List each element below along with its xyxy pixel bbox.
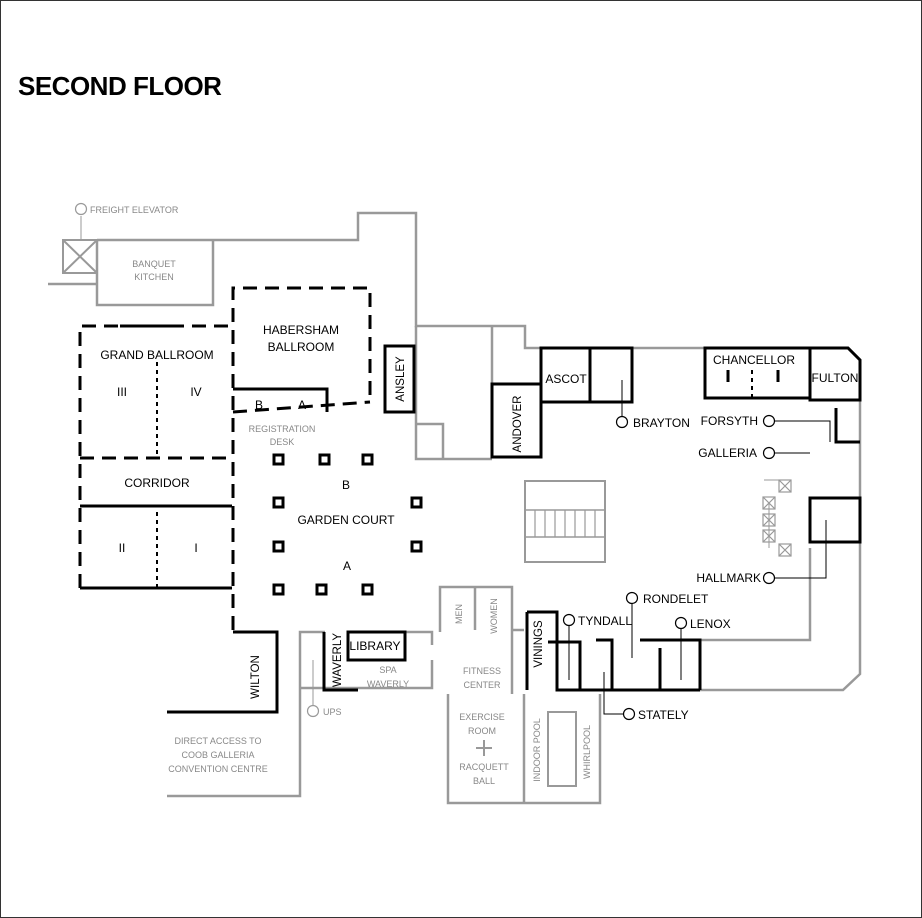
floor-title: SECOND FLOOR [18,71,222,101]
galleria-marker-icon [762,446,776,460]
callout-leaders [74,202,831,721]
room-labels: FREIGHT ELEVATOR BANQUET KITCHEN HABERSH… [90,205,858,786]
hallmark-marker-icon [762,571,776,585]
spa-waverly-label-1: SPA [379,665,396,675]
registration-desk-label-2: DESK [270,437,295,447]
freight-elevator-marker-icon [74,202,88,216]
library-label: LIBRARY [349,639,400,653]
grand-ballroom-i-label: I [194,541,197,555]
exercise-room-label-2: ROOM [468,726,496,736]
waverly-label: WAVERLY [332,633,344,687]
hallmark-label: HALLMARK [696,571,761,585]
galleria-label: GALLERIA [698,446,757,460]
habersham-a-label: A [298,398,306,412]
forsyth-marker-icon [762,414,776,428]
habersham-label-2: BALLROOM [268,340,335,354]
forsyth-label: FORSYTH [701,414,758,428]
stately-label: STATELY [638,708,689,722]
grand-ballroom-iii-label: III [117,385,127,399]
registration-desk-label-1: REGISTRATION [249,424,316,434]
corridor-label: CORRIDOR [124,476,190,490]
direct-access-label-1: DIRECT ACCESS TO [174,736,261,746]
andover-label: ANDOVER [512,396,524,453]
brayton-marker-icon [615,415,629,429]
function-room-walls [78,286,862,714]
ansley-label: ANSLEY [395,356,407,402]
garden-court-a-label: A [343,559,351,573]
fulton-label: FULTON [812,371,859,385]
rondelet-marker-icon [625,591,639,605]
ascot-label: ASCOT [545,372,587,386]
lenox-label: LENOX [690,617,731,631]
lenox-marker-icon [674,616,688,630]
brayton-label: BRAYTON [633,416,690,430]
men-label: MEN [454,604,464,624]
racquetball-label-2: BALL [473,776,495,786]
fitness-center-label-2: CENTER [463,680,501,690]
grand-ballroom-iv-label: IV [190,385,201,399]
women-label: WOMEN [489,598,499,634]
banquet-kitchen-label-2: KITCHEN [134,272,174,282]
vinings-label: VININGS [533,620,545,668]
spa-waverly-label-2: WAVERLY [367,679,409,689]
direct-access-label-3: CONVENTION CENTRE [168,764,268,774]
garden-court-columns [272,453,423,596]
rondelet-label: RONDELET [643,592,709,606]
chancellor-label: CHANCELLOR [713,353,795,367]
grand-ballroom-ii-label: II [119,541,126,555]
banquet-kitchen-label-1: BANQUET [132,259,176,269]
ups-label: UPS [323,707,342,717]
outer-walls [48,211,862,805]
direct-access-label-2: COOB GALLERIA [181,750,254,760]
habersham-b-label: B [255,398,263,412]
freight-elevator-label: FREIGHT ELEVATOR [90,205,179,215]
fitness-center-label-1: FITNESS [463,666,501,676]
tyndall-marker-icon [562,613,576,627]
ups-marker-icon [306,704,320,718]
habersham-label-1: HABERSHAM [263,323,339,337]
grand-ballroom-label: GRAND BALLROOM [100,348,213,362]
tyndall-label: TYNDALL [578,614,632,628]
whirlpool-label: WHIRLPOOL [582,725,592,779]
wilton-label: WILTON [250,655,262,699]
exercise-room-label-1: EXERCISE [459,712,505,722]
garden-court-label: GARDEN COURT [297,513,395,527]
racquetball-label-1: RACQUETT [459,762,509,772]
indoor-pool-label: INDOOR POOL [532,718,542,782]
stately-marker-icon [622,707,636,721]
garden-court-b-label: B [342,478,350,492]
